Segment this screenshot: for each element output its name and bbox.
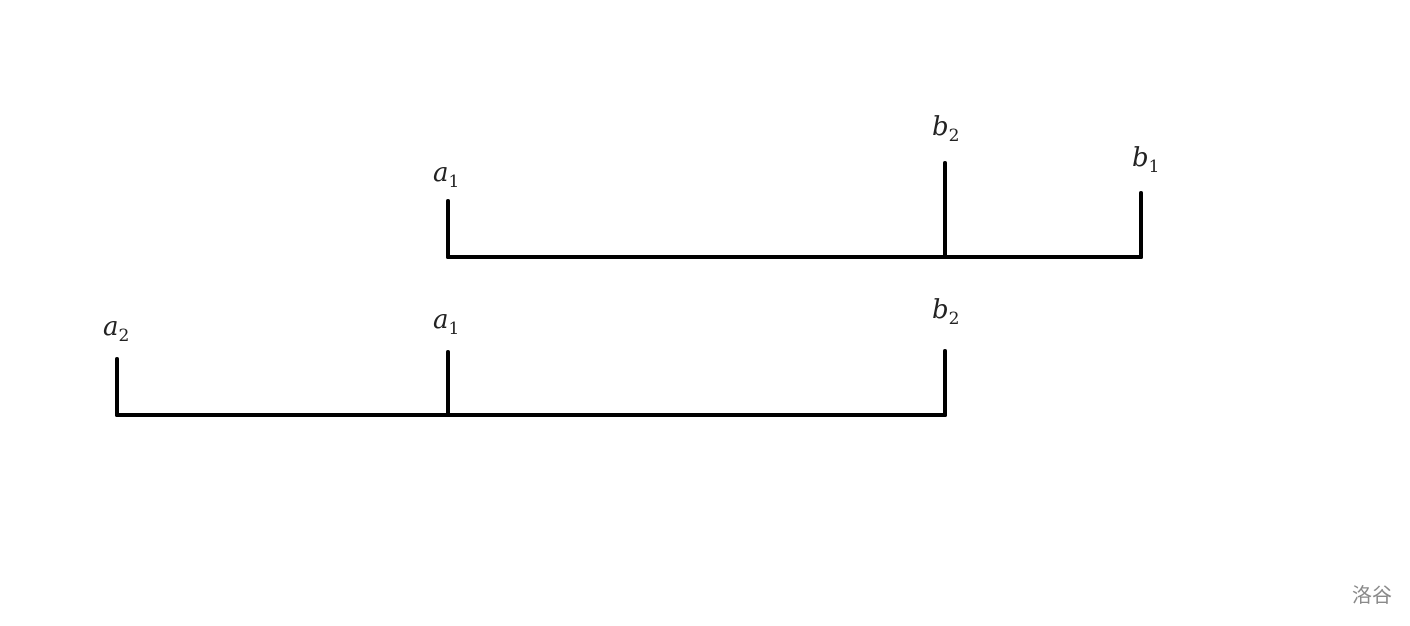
bottom-interval: a2 a1 b2 — [103, 295, 959, 417]
bottom-label-a2: a2 — [103, 312, 129, 346]
watermark-logo: 洛谷 — [1352, 583, 1392, 607]
top-interval: a1 b2 b1 — [433, 112, 1159, 259]
top-label-b1: b1 — [1132, 143, 1159, 177]
top-label-a1: a1 — [433, 158, 459, 192]
bottom-label-a1: a1 — [433, 305, 459, 339]
top-label-b2: b2 — [932, 112, 959, 146]
bottom-label-b2: b2 — [932, 295, 959, 329]
